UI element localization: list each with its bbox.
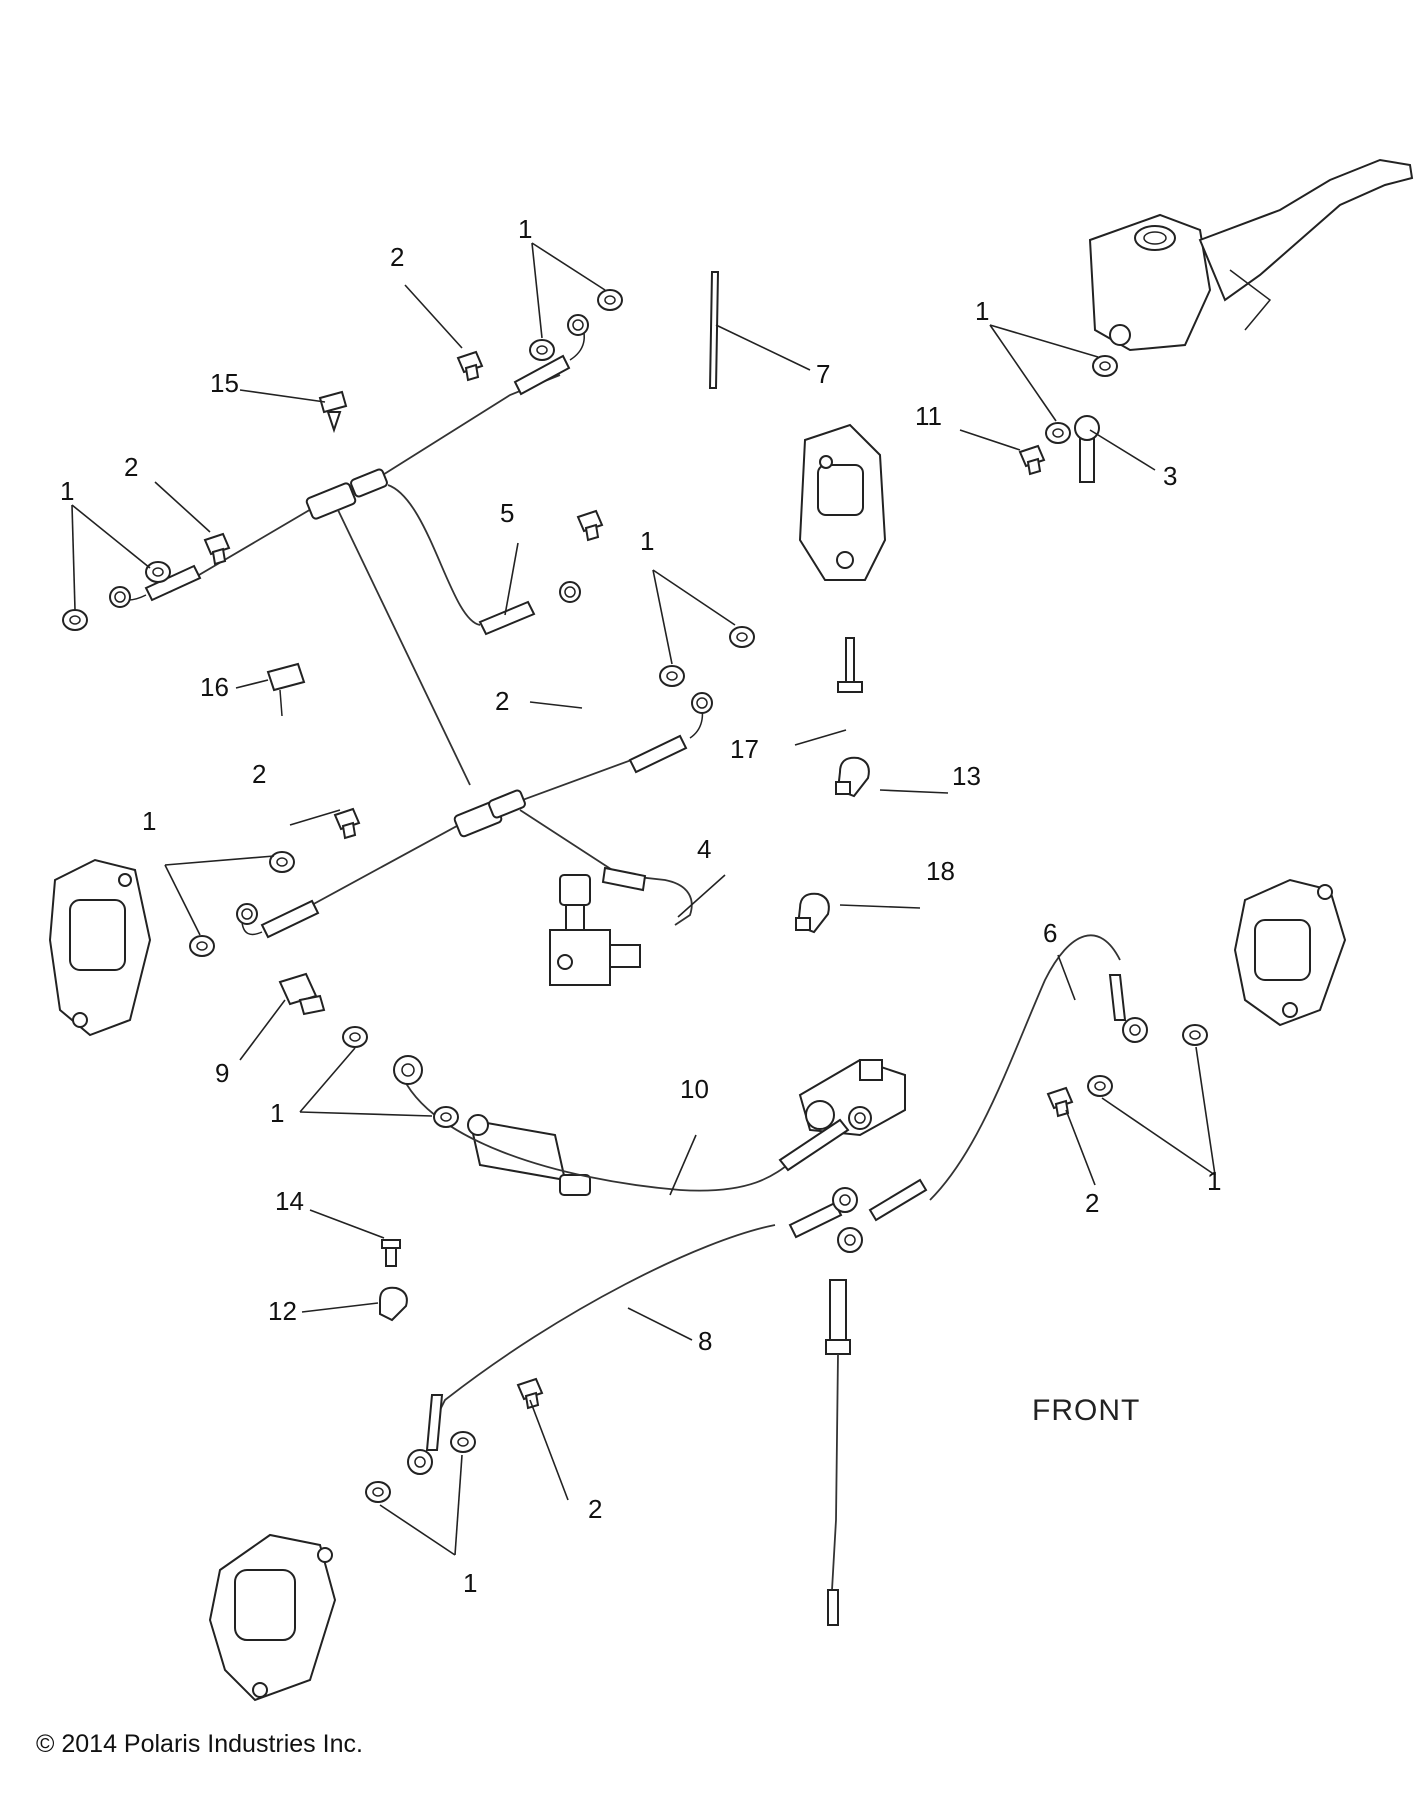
callout-2: 2 <box>495 686 509 716</box>
callout-8: 8 <box>698 1326 712 1356</box>
callout-2: 2 <box>124 452 138 482</box>
callout-1: 1 <box>975 296 989 326</box>
callout-2: 2 <box>588 1494 602 1524</box>
callout-5: 5 <box>500 498 514 528</box>
washer-icon <box>62 289 1208 1503</box>
callout-2: 2 <box>252 759 266 789</box>
caliper-front-left <box>48 858 152 1037</box>
callout-9: 9 <box>215 1058 229 1088</box>
callout-1: 1 <box>60 476 74 506</box>
callout-11: 11 <box>915 401 942 431</box>
leader-lines <box>71 242 1216 1556</box>
callout-12: 12 <box>268 1296 297 1326</box>
master-cylinder-lever <box>1088 158 1414 352</box>
callout-2: 2 <box>1085 1188 1099 1218</box>
callout-18: 18 <box>926 856 955 886</box>
callout-10: 10 <box>680 1074 709 1104</box>
callout-14: 14 <box>275 1186 304 1216</box>
callout-1: 1 <box>1207 1166 1221 1196</box>
callout-4: 4 <box>697 834 711 864</box>
callout-7: 7 <box>816 359 830 389</box>
bolt-icon <box>203 350 1074 1410</box>
front-direction-label: FRONT <box>1032 1394 1140 1427</box>
callout-17: 17 <box>730 734 759 764</box>
front-brake-line-assembly <box>109 314 589 786</box>
callout-1: 1 <box>518 214 532 244</box>
callout-1: 1 <box>463 1568 477 1598</box>
caliper-rear-right <box>1233 878 1347 1027</box>
rear-brake-lines <box>407 934 1148 1626</box>
callout-2: 2 <box>390 242 404 272</box>
caliper-rear-left <box>208 1533 337 1702</box>
copyright-notice: © 2014 Polaris Industries Inc. <box>36 1730 363 1758</box>
callout-13: 13 <box>952 761 981 791</box>
callout-1: 1 <box>270 1098 284 1128</box>
callout-numbers: 1 2 15 2 1 7 1 11 3 5 1 16 2 17 13 2 1 4… <box>60 214 1221 1598</box>
callout-16: 16 <box>200 672 229 702</box>
rear-hydraulic-unit <box>397 1058 906 1196</box>
callout-15: 15 <box>210 368 239 398</box>
callout-3: 3 <box>1163 461 1177 491</box>
caliper-front-right <box>798 423 887 581</box>
proportioning-valve <box>549 874 641 986</box>
callout-1: 1 <box>640 526 654 556</box>
callout-1: 1 <box>142 806 156 836</box>
callout-6: 6 <box>1043 918 1057 948</box>
rear-brake-line-assembly <box>236 692 713 939</box>
hardware <box>62 271 1208 1503</box>
